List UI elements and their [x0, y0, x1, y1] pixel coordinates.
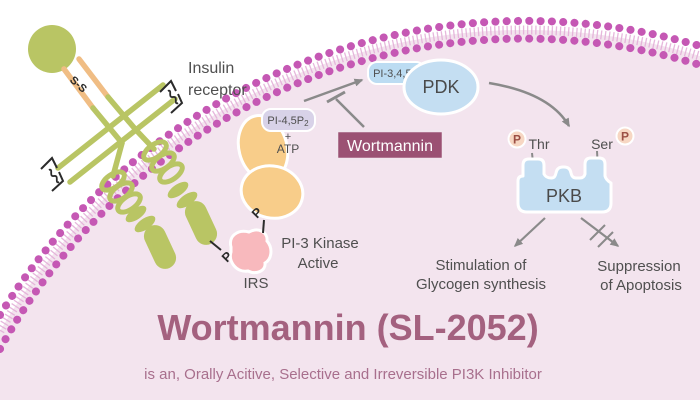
insulin-receptor-label-line1: Insulin: [188, 60, 234, 77]
pdk-label: PDK: [422, 77, 459, 97]
stimulation-label-line1: Stimulation of: [436, 257, 528, 274]
coil-loop: [115, 191, 143, 215]
arrow-pkb-to-apoptosis: [580, 217, 620, 248]
transmembrane-coil-left: [99, 169, 143, 215]
thr-label: Thr: [529, 136, 550, 152]
plasma-membrane: [0, 16, 700, 353]
ser-label: Ser: [591, 136, 613, 152]
receptor-strand-orange-2: [76, 56, 111, 100]
atp-label: ATP: [277, 142, 299, 156]
membrane-inner-leaflet: [0, 34, 700, 353]
page-title: Wortmannin (SL-2052): [157, 307, 538, 348]
p-circle-thr-label: P: [513, 133, 521, 147]
receptor-bracket-ne: [159, 79, 184, 114]
insulin-receptor-label-line2: receptor: [188, 82, 247, 99]
inhibition-tbar: [326, 90, 346, 104]
membrane-tails: [0, 25, 700, 334]
pi45p2-badge: [261, 108, 316, 132]
transmembrane-coil-right: [141, 139, 185, 185]
receptor-cylinders: [143, 201, 218, 269]
s-squiggle-icon: [167, 89, 179, 105]
receptor-bracket-sw: [40, 156, 65, 192]
bracket-mark: [159, 79, 177, 93]
bracket-mark: [40, 156, 58, 170]
pdk-node: [402, 58, 480, 116]
s-squiggle-icon: [48, 168, 60, 184]
cell-interior: [0, 30, 700, 400]
receptor-crossbar-2: [67, 96, 178, 185]
pi3-kinase-blob-lower: [239, 164, 305, 220]
pi45p2-group: PI-4,5P2 + ATP: [261, 108, 316, 156]
receptor-cylinder-right: [184, 201, 218, 245]
receptor-segments: [125, 181, 198, 233]
pkb-group: P Thr P Ser PKB: [507, 126, 635, 214]
p-connector: [262, 219, 265, 234]
wortmannin-label: Wortmannin: [347, 138, 433, 155]
bracket-mark: [51, 171, 65, 192]
receptor-crossbar-1: [55, 82, 166, 171]
p-circle-ser: [615, 126, 635, 146]
arrow-pdk-to-pkb: [488, 81, 571, 128]
receptor-strand-orange-1: [61, 66, 96, 111]
irs-label: IRS: [243, 275, 268, 292]
segment-pill: [125, 205, 147, 223]
arrow-line: [580, 217, 620, 247]
block-slash: [597, 231, 614, 248]
block-slash: [589, 224, 606, 241]
receptor-strand-green-2: [105, 94, 139, 133]
suppression-label-line2: of Apoptosis: [600, 277, 682, 294]
irs-blob: [228, 228, 273, 275]
stimulation-label-line2: Glycogen synthesis: [416, 276, 546, 293]
pi3-kinase-label-line1: PI-3 Kinase: [281, 235, 359, 252]
segment-pill: [176, 191, 198, 209]
segment-pill: [134, 215, 156, 233]
pi3-kinase: [236, 114, 305, 220]
pkb-label: PKB: [546, 186, 582, 206]
pi45p2-label: PI-4,5P2: [267, 115, 309, 128]
pi3-kinase-label-line2: Active: [298, 255, 339, 272]
p-circle-ser-label: P: [621, 130, 629, 144]
segment-pill: [167, 181, 189, 199]
p-circle-thr: [507, 129, 527, 149]
plus-label: +: [285, 131, 291, 143]
wortmannin-inhibition: [326, 90, 365, 128]
inhibition-line: [335, 98, 365, 128]
coil-loop: [157, 161, 185, 185]
arrow-pi45p2-to-pi345p: [303, 78, 364, 103]
page-subtitle: is an, Orally Acitive, Selective and Irr…: [144, 366, 542, 383]
arrow-pkb-to-glycogen: [513, 217, 546, 248]
receptor-cylinder-left: [143, 225, 177, 269]
bracket-mark: [170, 93, 184, 114]
membrane-outer-leaflet: [0, 16, 700, 319]
insulin-ligand: [28, 25, 76, 73]
pkb-node: [516, 156, 613, 214]
suppression-label-line1: Suppression: [597, 258, 680, 275]
wortmannin-box: [335, 129, 445, 161]
p-connector: [209, 240, 222, 251]
